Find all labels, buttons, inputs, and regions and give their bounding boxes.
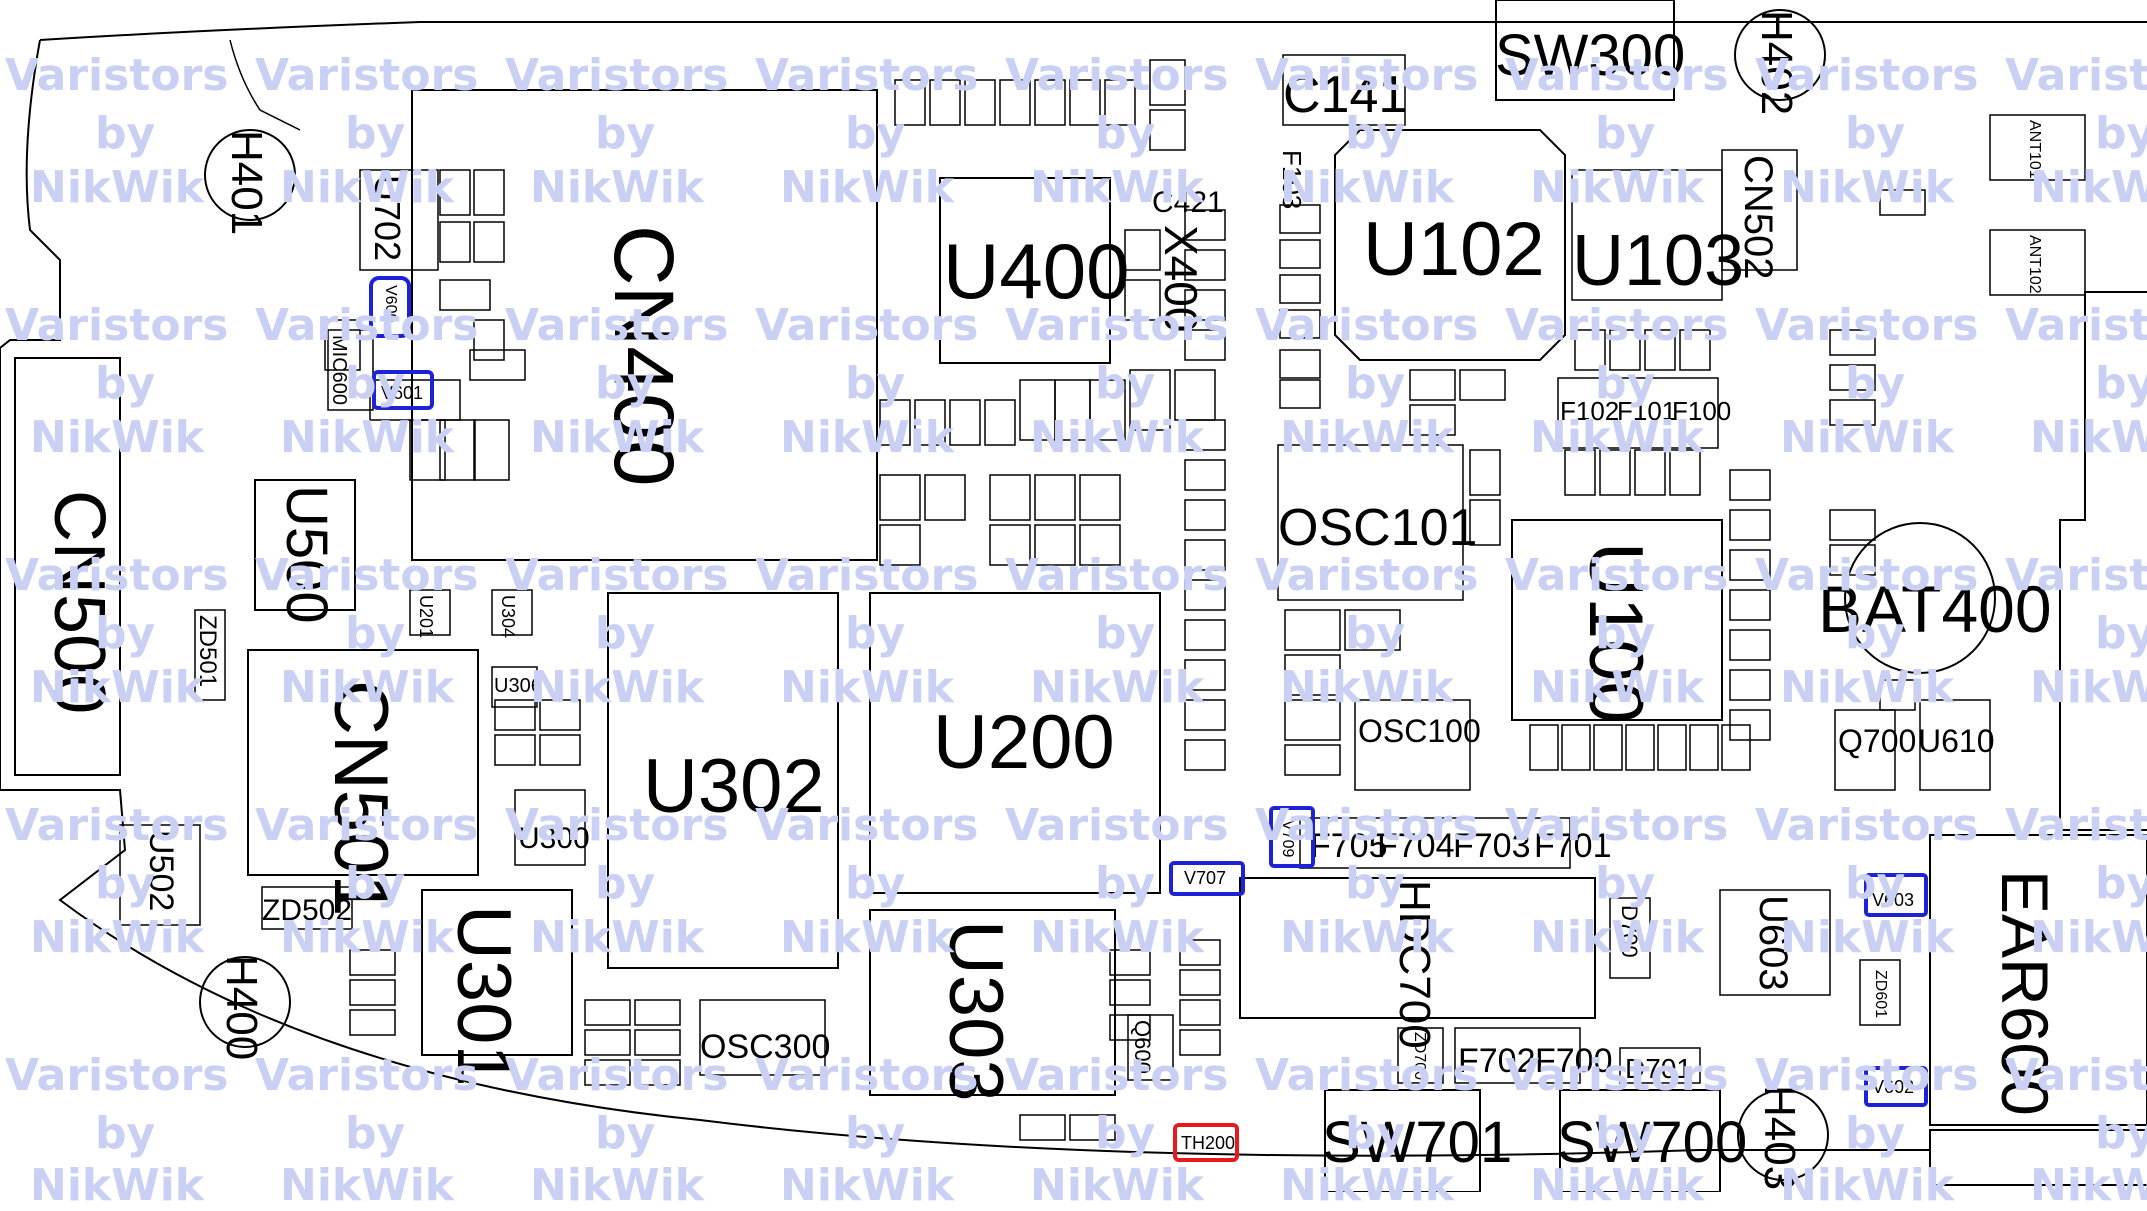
label-d701: D701 [1625, 1053, 1692, 1084]
label-h401: H401 [222, 130, 271, 235]
label-zd700: ZD700 [1411, 1032, 1428, 1080]
label-u400: U400 [943, 227, 1129, 315]
label-th200: TH200 [1181, 1133, 1235, 1153]
highlight-v602 [1864, 1066, 1928, 1107]
label-v603: V603 [1872, 890, 1914, 910]
label-u610: U610 [1918, 723, 1995, 759]
label-f103: F103 [1277, 150, 1307, 209]
label-f701: F701 [1534, 827, 1612, 865]
highlight-v707 [1169, 861, 1245, 896]
label-sw700: SW700 [1557, 1110, 1747, 1175]
label-f705: F705 [1310, 827, 1388, 865]
cn400-outline [411, 89, 878, 561]
label-u302: U302 [643, 744, 825, 829]
label-f100: F100 [1672, 396, 1731, 426]
label-x400: X400 [1155, 225, 1207, 332]
label-u304: U304 [498, 595, 518, 638]
label-f700: F700 [1535, 1042, 1613, 1080]
label-u300: U300 [518, 822, 590, 855]
label-mic600: MIC600 [328, 335, 350, 405]
highlight-th200 [1173, 1123, 1239, 1162]
label-u103: U103 [1572, 221, 1744, 301]
label-u100: U100 [1573, 542, 1658, 724]
label-cn502: CN502 [1736, 155, 1780, 280]
label-u603: U603 [1751, 895, 1795, 991]
label-h400: H400 [217, 955, 266, 1060]
label-ant102: ANT102 [2026, 235, 2043, 294]
label-ear600: EAR600 [1988, 870, 2062, 1116]
label-u200: U200 [933, 700, 1115, 785]
label-u502: U502 [142, 830, 180, 911]
label-f102: F102 [1560, 396, 1619, 426]
label-v601: V601 [381, 383, 423, 403]
label-osc101: OSC101 [1278, 499, 1477, 557]
label-f703: F703 [1453, 827, 1531, 865]
label-zd601: ZD601 [1872, 970, 1889, 1018]
label-sw300: SW300 [1495, 23, 1685, 88]
label-u702: U702 [367, 175, 408, 261]
label-zd502: ZD502 [262, 894, 352, 927]
highlight-v600 [369, 276, 411, 338]
label-c141: C141 [1283, 66, 1407, 124]
label-u102: U102 [1363, 207, 1545, 292]
highlight-v601 [372, 370, 434, 410]
label-sw701: SW701 [1322, 1110, 1512, 1175]
label-v709: V709 [1279, 820, 1296, 857]
label-u201: U201 [416, 595, 436, 638]
label-u306: U306 [494, 675, 542, 697]
label-v600: V600 [382, 285, 399, 322]
label-cn500: CN500 [39, 490, 119, 714]
label-f101: F101 [1617, 396, 1676, 426]
label-c421: C421 [1152, 186, 1224, 219]
label-v602: V602 [1872, 1077, 1914, 1097]
label-bat400: BAT400 [1818, 572, 2052, 646]
label-d700: D700 [1617, 905, 1642, 958]
label-cn501: CN501 [318, 680, 403, 917]
highlight-v709 [1269, 806, 1315, 868]
label-u500: U500 [274, 485, 339, 624]
label-cn400: CN400 [597, 225, 691, 486]
label-u303: U303 [933, 920, 1018, 1102]
label-h402: H402 [1752, 10, 1801, 115]
label-q700: Q700 [1838, 723, 1916, 759]
label-osc100: OSC100 [1358, 713, 1481, 749]
label-osc300: OSC300 [700, 1028, 830, 1066]
highlight-v603 [1864, 873, 1928, 917]
label-f702: F702 [1458, 1042, 1536, 1080]
label-hdc700: HDC700 [1390, 880, 1439, 1049]
label-ant101: ANT101 [2026, 120, 2043, 179]
label-f704: F704 [1377, 827, 1455, 865]
label-zd501: ZD501 [194, 615, 221, 687]
board-outline [0, 21, 2147, 1186]
label-u301: U301 [441, 905, 526, 1087]
label-q600: Q600 [1130, 1020, 1155, 1074]
label-v707: V707 [1184, 868, 1226, 888]
label-h403: H403 [1755, 1085, 1804, 1190]
